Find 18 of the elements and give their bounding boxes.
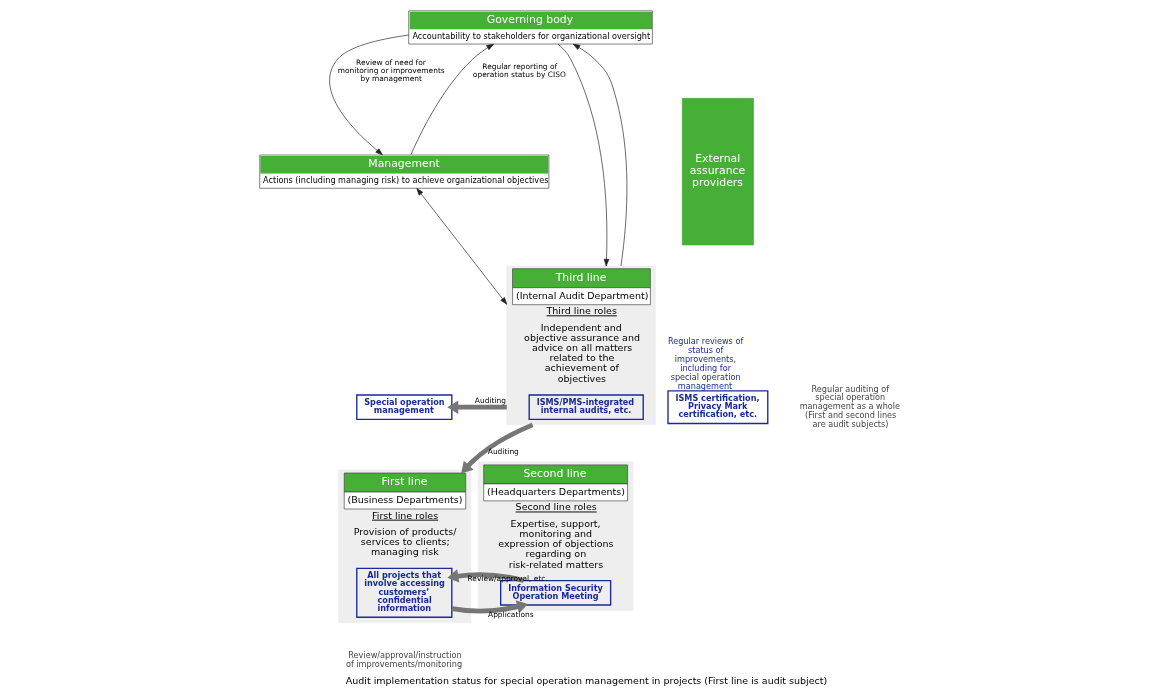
node-box: ISMS certification, Privacy Mark certification, etc. <box>666 390 768 425</box>
arrow <box>446 400 507 414</box>
arrow <box>328 34 409 156</box>
node-box: Special operation management <box>355 394 452 421</box>
node-box: All projects that involve accessing customers’ confidential information <box>355 567 452 618</box>
node-box: External assurance providers <box>681 98 754 246</box>
arrow <box>451 600 528 614</box>
caption: Audit implementation status for special operation management in projects (First line is audit subject) <box>345 674 827 686</box>
label: Regular auditing of special operation management as a whole (First and second lines are audit subjects) <box>799 383 900 429</box>
arrow <box>415 188 507 305</box>
node-label: Regular reviews of status of improvements, including for special operation management <box>667 336 743 391</box>
arrow <box>557 43 609 267</box>
arrow <box>460 422 534 474</box>
label: Review/approval/instruction of improvements/monitoring <box>345 650 462 670</box>
node-box: ISMS/PMS-integrated internal audits, etc. <box>528 394 644 421</box>
arrow <box>446 569 524 583</box>
arrow <box>410 43 494 156</box>
arrow <box>572 43 627 267</box>
